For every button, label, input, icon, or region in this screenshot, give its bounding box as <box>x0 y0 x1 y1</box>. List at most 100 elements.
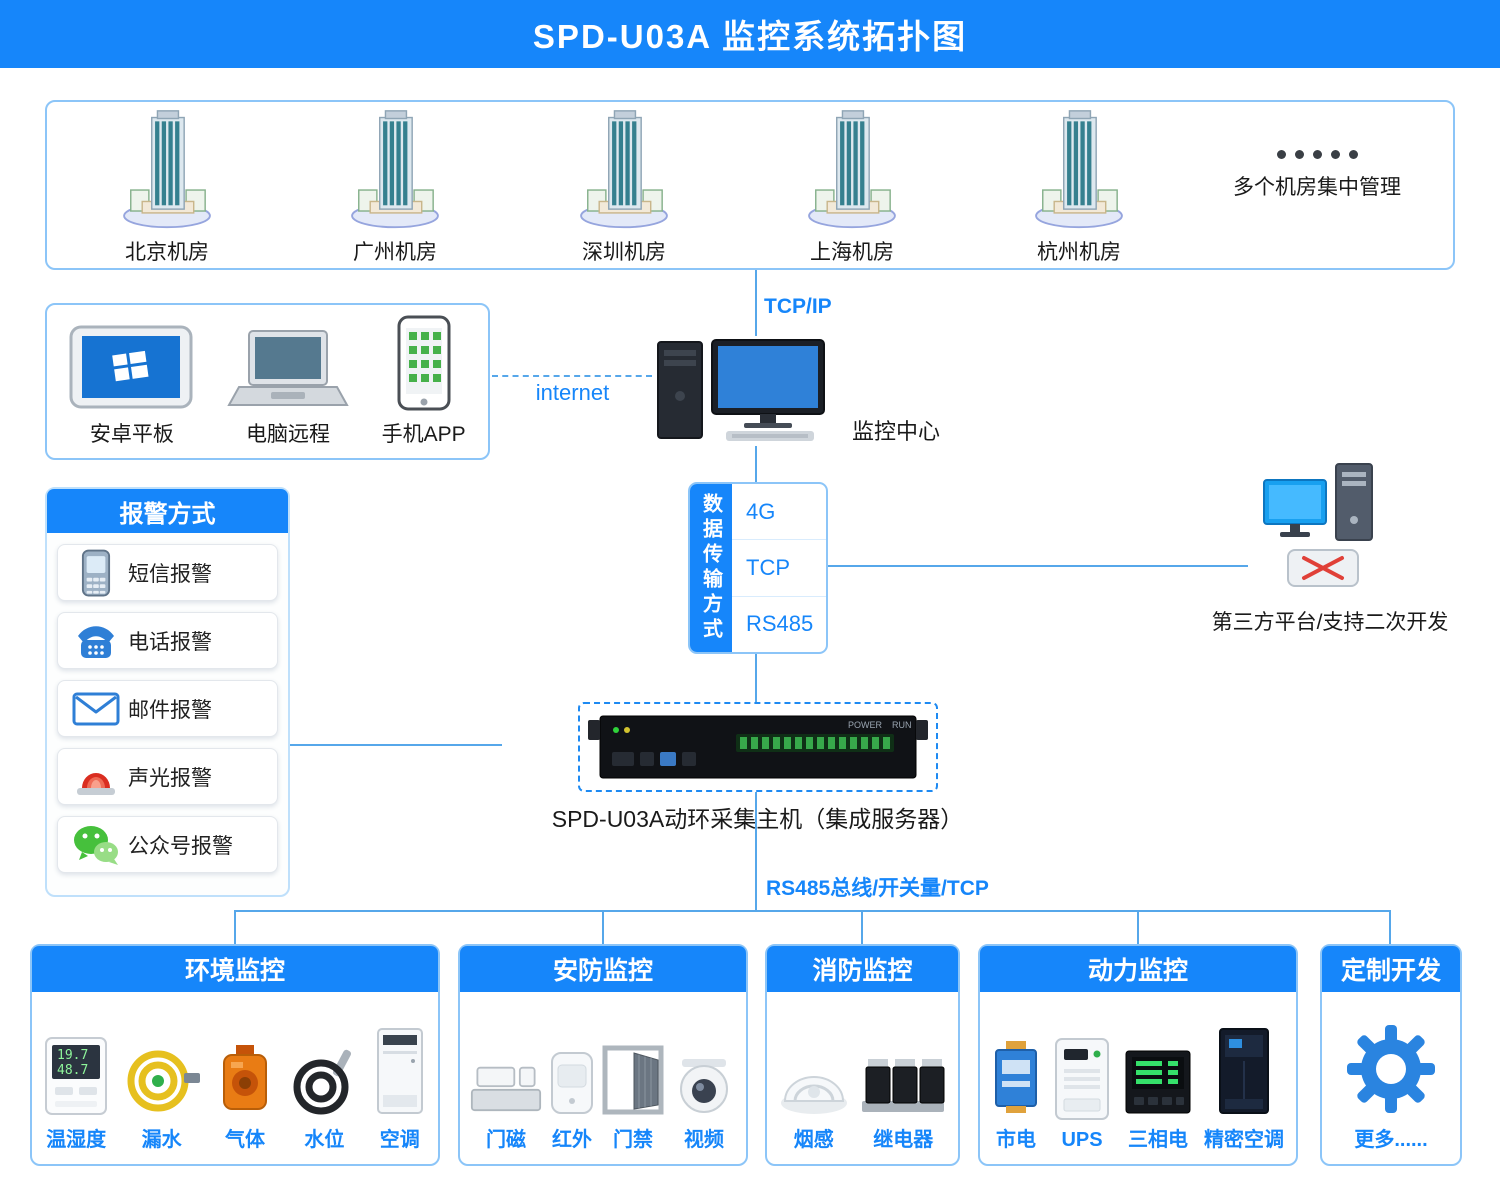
bus-line <box>234 910 1391 912</box>
room-guangzhou: 广州机房 <box>315 108 475 266</box>
room-label: 杭州机房 <box>1037 241 1121 264</box>
drop-environment <box>234 910 236 944</box>
client-label: 电脑远程 <box>245 423 330 446</box>
device-precision-ac: 精密空调 <box>1204 1027 1284 1152</box>
client-label: 手机APP <box>381 423 466 446</box>
client-label: 安卓平板 <box>89 423 174 446</box>
monitor-center-computer-icon <box>657 339 825 441</box>
ellipsis-dots-icon <box>1276 150 1358 159</box>
client-remote-pc: 电脑远程 <box>227 315 349 448</box>
connector-third-party <box>828 565 1248 567</box>
building-icon <box>117 108 217 232</box>
connector-rooms-monitor <box>755 270 757 336</box>
svg-text:48.7: 48.7 <box>57 1063 88 1078</box>
precision-ac-icon <box>1219 1028 1269 1114</box>
air-conditioner-icon <box>376 1028 423 1114</box>
alarm-label: 邮件报警 <box>128 698 212 722</box>
client-mobile-app: 手机APP <box>382 315 466 448</box>
gear-icon <box>1347 1025 1435 1113</box>
alarm-item-sms: 短信报警 <box>57 544 278 601</box>
alarm-label: 公众号报警 <box>128 834 233 858</box>
group-power: 动力监控 市电 <box>978 944 1298 1166</box>
device-relay: 继电器 <box>860 1055 946 1152</box>
group-custom: 定制开发 <box>1320 944 1462 1166</box>
alarm-label: 声光报警 <box>128 766 212 790</box>
room-shenzhen: 深圳机房 <box>544 108 704 266</box>
internet-label: internet <box>535 380 610 405</box>
title-bar: SPD-U03A 监控系统拓扑图 <box>0 0 1500 68</box>
alarm-item-telephone: 电话报警 <box>57 612 278 669</box>
drop-security <box>602 910 604 944</box>
device-camera: 视频 <box>672 1057 736 1152</box>
connector-host-bus <box>755 792 757 910</box>
building-icon <box>802 108 902 232</box>
drop-fire <box>861 910 863 944</box>
room-shanghai: 上海机房 <box>772 108 932 266</box>
svg-text:19.7: 19.7 <box>57 1048 88 1063</box>
third-party-platform-icon <box>1263 463 1373 587</box>
room-label: 广州机房 <box>353 241 437 264</box>
water-level-sensor-icon <box>293 1049 352 1115</box>
smoke-detector-icon <box>780 1076 847 1114</box>
smartphone-icon <box>397 315 451 411</box>
clients-panel: 安卓平板 电脑远程 手机APP <box>45 303 490 460</box>
device-infrared: 红外 <box>550 1051 594 1152</box>
tcpip-label: TCP/IP <box>764 295 832 318</box>
alarm-item-siren: 声光报警 <box>57 748 278 805</box>
room-hangzhou: 杭州机房 <box>999 108 1159 266</box>
group-fire-title: 消防监控 <box>767 946 958 992</box>
custom-development: 更多...... <box>1345 1023 1437 1152</box>
monitor-center-label: 监控中心 <box>852 419 941 444</box>
alarm-panel: 报警方式 短信报警 <box>45 487 290 897</box>
gas-detector-icon <box>222 1045 267 1110</box>
page-title: SPD-U03A 监控系统拓扑图 <box>532 18 968 55</box>
power-meter-icon <box>1125 1050 1191 1114</box>
connector-alarm-host <box>290 744 502 746</box>
door-contact-icon <box>470 1066 542 1112</box>
transmission-modes: 4G TCP RS485 <box>732 484 826 652</box>
alarm-item-wechat: 公众号报警 <box>57 816 278 873</box>
bus-label: RS485总线/开关量/TCP <box>766 877 989 900</box>
tablet-icon <box>69 325 193 409</box>
room-label: 深圳机房 <box>582 241 666 264</box>
group-security: 安防监控 门磁 红外 <box>458 944 748 1166</box>
device-smoke: 烟感 <box>779 1061 849 1152</box>
device-three-phase-meter: 三相电 <box>1124 1049 1192 1152</box>
more-rooms: 多个机房集中管理 <box>1197 150 1437 201</box>
rack-server-icon: POWER RUN <box>588 715 928 779</box>
group-custom-title: 定制开发 <box>1322 946 1460 992</box>
laptop-icon <box>227 330 349 406</box>
device-temp-humidity: 19.7 48.7 温湿度 <box>45 1037 108 1152</box>
group-power-title: 动力监控 <box>980 946 1296 992</box>
connector-internet <box>492 375 652 377</box>
water-leak-cable-icon <box>127 1050 200 1112</box>
device-water-level: 水位 <box>288 1043 360 1152</box>
more-rooms-label: 多个机房集中管理 <box>1233 176 1401 199</box>
transmission-title-strip: 数据传输方式 <box>690 484 732 652</box>
transmission-title: 数据传输方式 <box>699 493 722 643</box>
host-box: POWER RUN <box>578 702 938 792</box>
room-label: 上海机房 <box>810 241 894 264</box>
alarm-panel-title: 报警方式 <box>47 489 288 533</box>
mode-rs485: RS485 <box>732 595 826 652</box>
rooms-panel: 北京机房 广州机房 深圳机房 上海机房 杭州机房 多个机房集中管理 <box>45 100 1455 270</box>
client-android-tablet: 安卓平板 <box>69 315 194 448</box>
temp-humidity-sensor-icon: 19.7 48.7 <box>45 1037 108 1115</box>
siren-icon <box>70 757 122 797</box>
device-ac: 空调 <box>375 1027 425 1152</box>
device-access-control: 门禁 <box>602 1045 664 1152</box>
alarm-item-mail: 邮件报警 <box>57 680 278 737</box>
group-security-title: 安防监控 <box>460 946 746 992</box>
third-party-label: 第三方平台/支持二次开发 <box>1211 611 1449 634</box>
access-door-icon <box>602 1045 664 1115</box>
server-run-led-label: RUN <box>892 720 912 730</box>
host-label: SPD-U03A动环采集主机（集成服务器） <box>551 806 964 832</box>
building-icon <box>345 108 445 232</box>
sms-phone-icon <box>70 548 122 598</box>
transmission-box: 数据传输方式 4G TCP RS485 <box>688 482 828 654</box>
server-power-led-label: POWER <box>848 720 883 730</box>
device-gas: 气体 <box>216 1043 274 1152</box>
device-water-leak: 漏水 <box>122 1043 202 1152</box>
dome-camera-icon <box>680 1059 728 1113</box>
room-beijing: 北京机房 <box>87 108 247 266</box>
